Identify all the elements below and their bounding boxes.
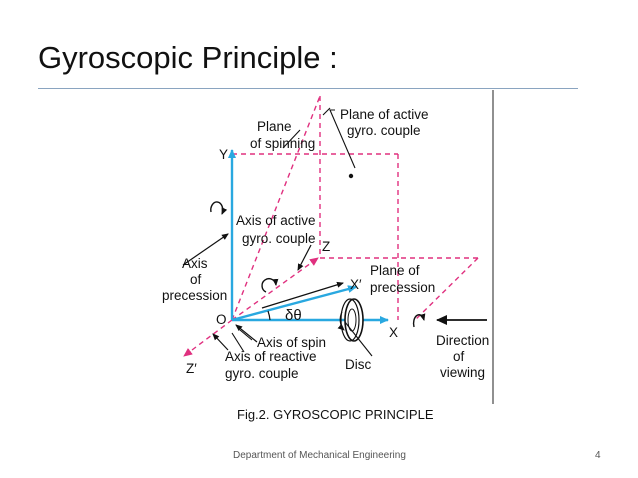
label-x-axis: X [389,325,398,340]
label-direction-2: of [453,349,465,364]
disc-shape [337,298,364,342]
label-origin: O [216,312,227,327]
label-disc: Disc [345,357,371,372]
z-prime-axis-line [183,319,233,357]
label-x-prime: X′ [350,277,362,292]
precession-plane-pointer [261,281,344,309]
x-prime-axis-line [231,285,357,322]
label-plane-precession-1: Plane of [370,263,420,278]
active-couple-rotation-icon [210,201,228,215]
label-plane-spinning-2: of spinning [250,136,315,151]
label-delta-theta: δθ [285,307,302,324]
spin-rotation-icon [412,313,426,328]
page-number: 4 [595,450,601,461]
label-z-prime: Z′ [186,361,197,376]
label-axis-precession-2: of [190,272,202,287]
leader-lines [231,107,373,357]
label-axis-spin: Axis of spin [257,335,326,350]
title-divider [38,88,578,89]
label-z-axis: Z [322,239,330,254]
plane-of-active-couple [231,95,321,321]
plane-point-dot [348,173,354,179]
z-axis-line [231,257,319,321]
spin-axis-pointer [235,324,258,343]
label-plane-active-2: gyro. couple [347,123,421,138]
label-axis-precession-1: Axis [182,256,208,271]
axis-precession-pointer [182,233,229,266]
label-y-axis: Y [219,147,228,162]
delta-theta-arc [267,310,271,321]
label-axis-active-2: gyro. couple [242,231,316,246]
label-axis-precession-3: precession [162,288,227,303]
plane-of-spinning [232,153,399,320]
slide-title: Gyroscopic Principle : [38,40,338,75]
active-axis-pointer [297,244,312,271]
label-plane-spinning-1: Plane [257,119,292,134]
label-plane-precession-2: precession [370,280,435,295]
label-plane-active-1: Plane of active [340,107,429,122]
label-axis-reactive-2: gyro. couple [225,366,299,381]
footer-department: Department of Mechanical Engineering [233,450,406,461]
figure-caption: Fig.2. GYROSCOPIC PRINCIPLE [237,407,434,422]
label-direction-3: viewing [440,365,485,380]
label-direction-1: Direction [436,333,489,348]
precession-rotation-icon [261,277,279,293]
label-axis-reactive-1: Axis of reactive [225,349,317,364]
label-axis-active-1: Axis of active [236,213,316,228]
plane-of-precession [320,257,479,321]
reactive-axis-pointer [212,333,229,351]
